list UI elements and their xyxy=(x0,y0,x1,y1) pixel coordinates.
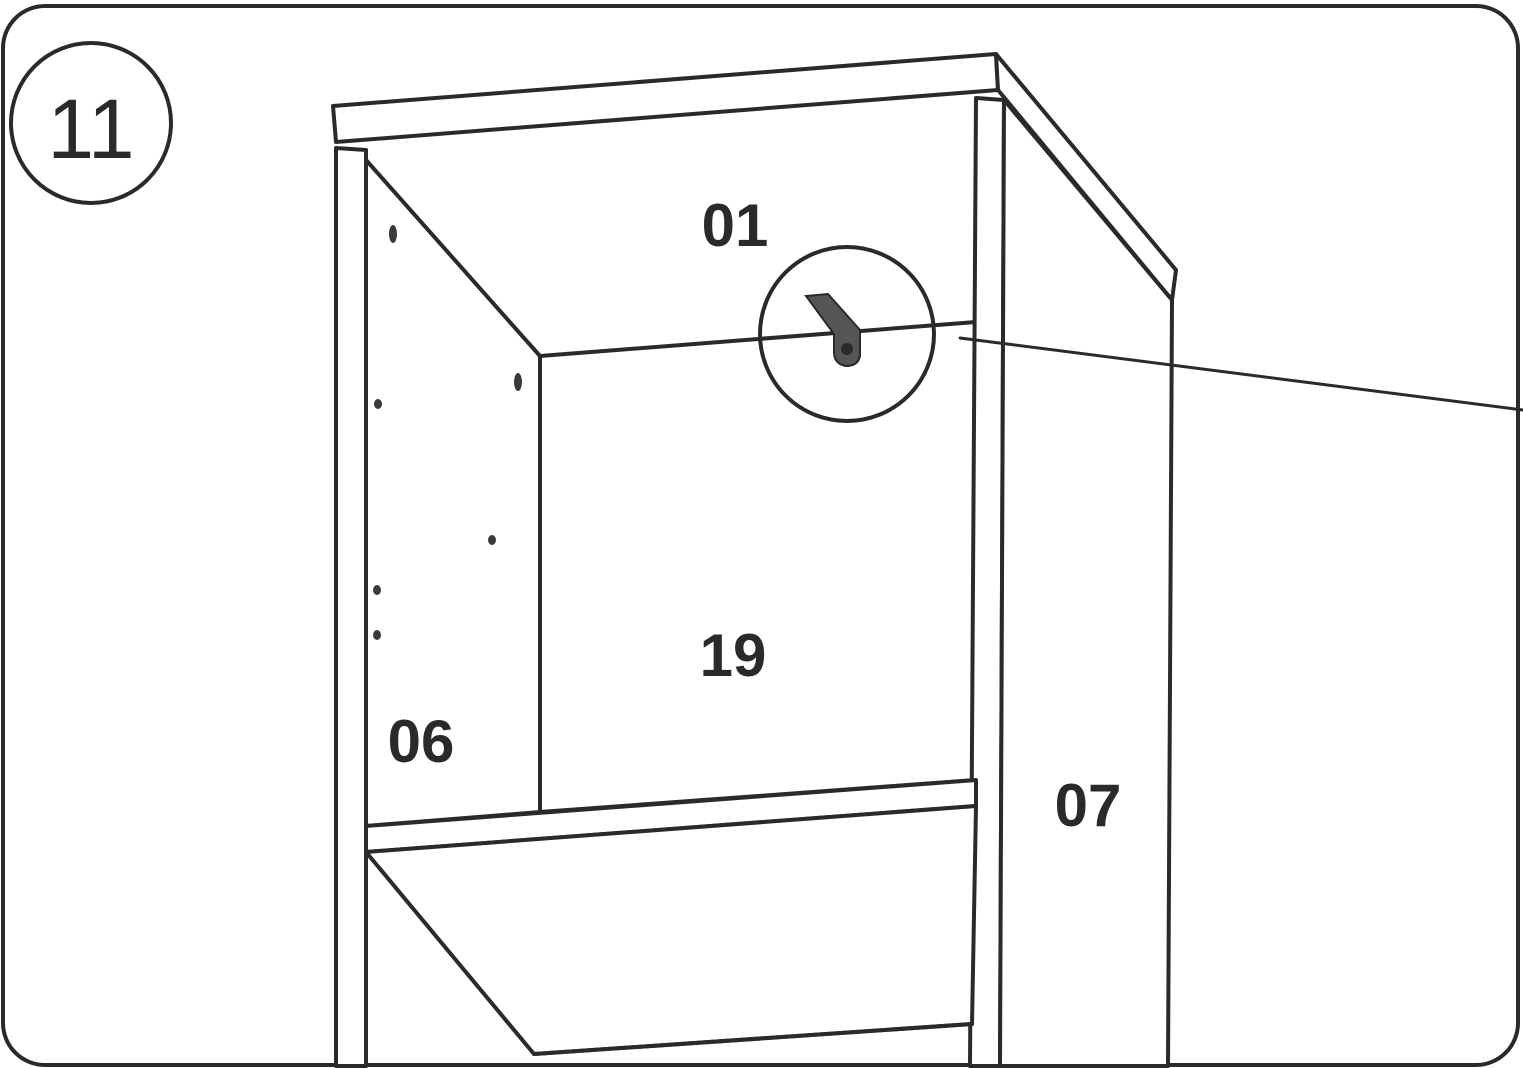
part-label-left-side-panel: 06 xyxy=(388,708,455,775)
step-badge-circle xyxy=(9,41,173,205)
left-panel-holes xyxy=(373,225,522,640)
wall-reference-line xyxy=(958,336,1523,412)
hole xyxy=(514,373,522,391)
magnifier-circle-icon xyxy=(758,245,936,423)
part-label-back-panel: 19 xyxy=(700,622,767,689)
step-number: 11 xyxy=(47,82,134,176)
left-side-panel-front-edge xyxy=(334,146,368,1068)
hole xyxy=(389,225,397,243)
hole xyxy=(373,630,381,640)
part-label-top-panel: 01 xyxy=(702,192,769,259)
hole xyxy=(373,585,381,595)
cabinet-drawing: 01 06 19 07 xyxy=(331,52,1523,1068)
lower-panel-edge xyxy=(532,1022,974,1056)
anti-tip-bracket-icon xyxy=(804,292,861,368)
step-badge: 11 xyxy=(9,41,173,205)
detail-callout-circle xyxy=(758,245,936,423)
hole xyxy=(488,535,496,545)
part-label-right-side-panel: 07 xyxy=(1055,772,1122,839)
hole xyxy=(374,399,382,409)
right-side-panel-face xyxy=(998,98,1174,1068)
